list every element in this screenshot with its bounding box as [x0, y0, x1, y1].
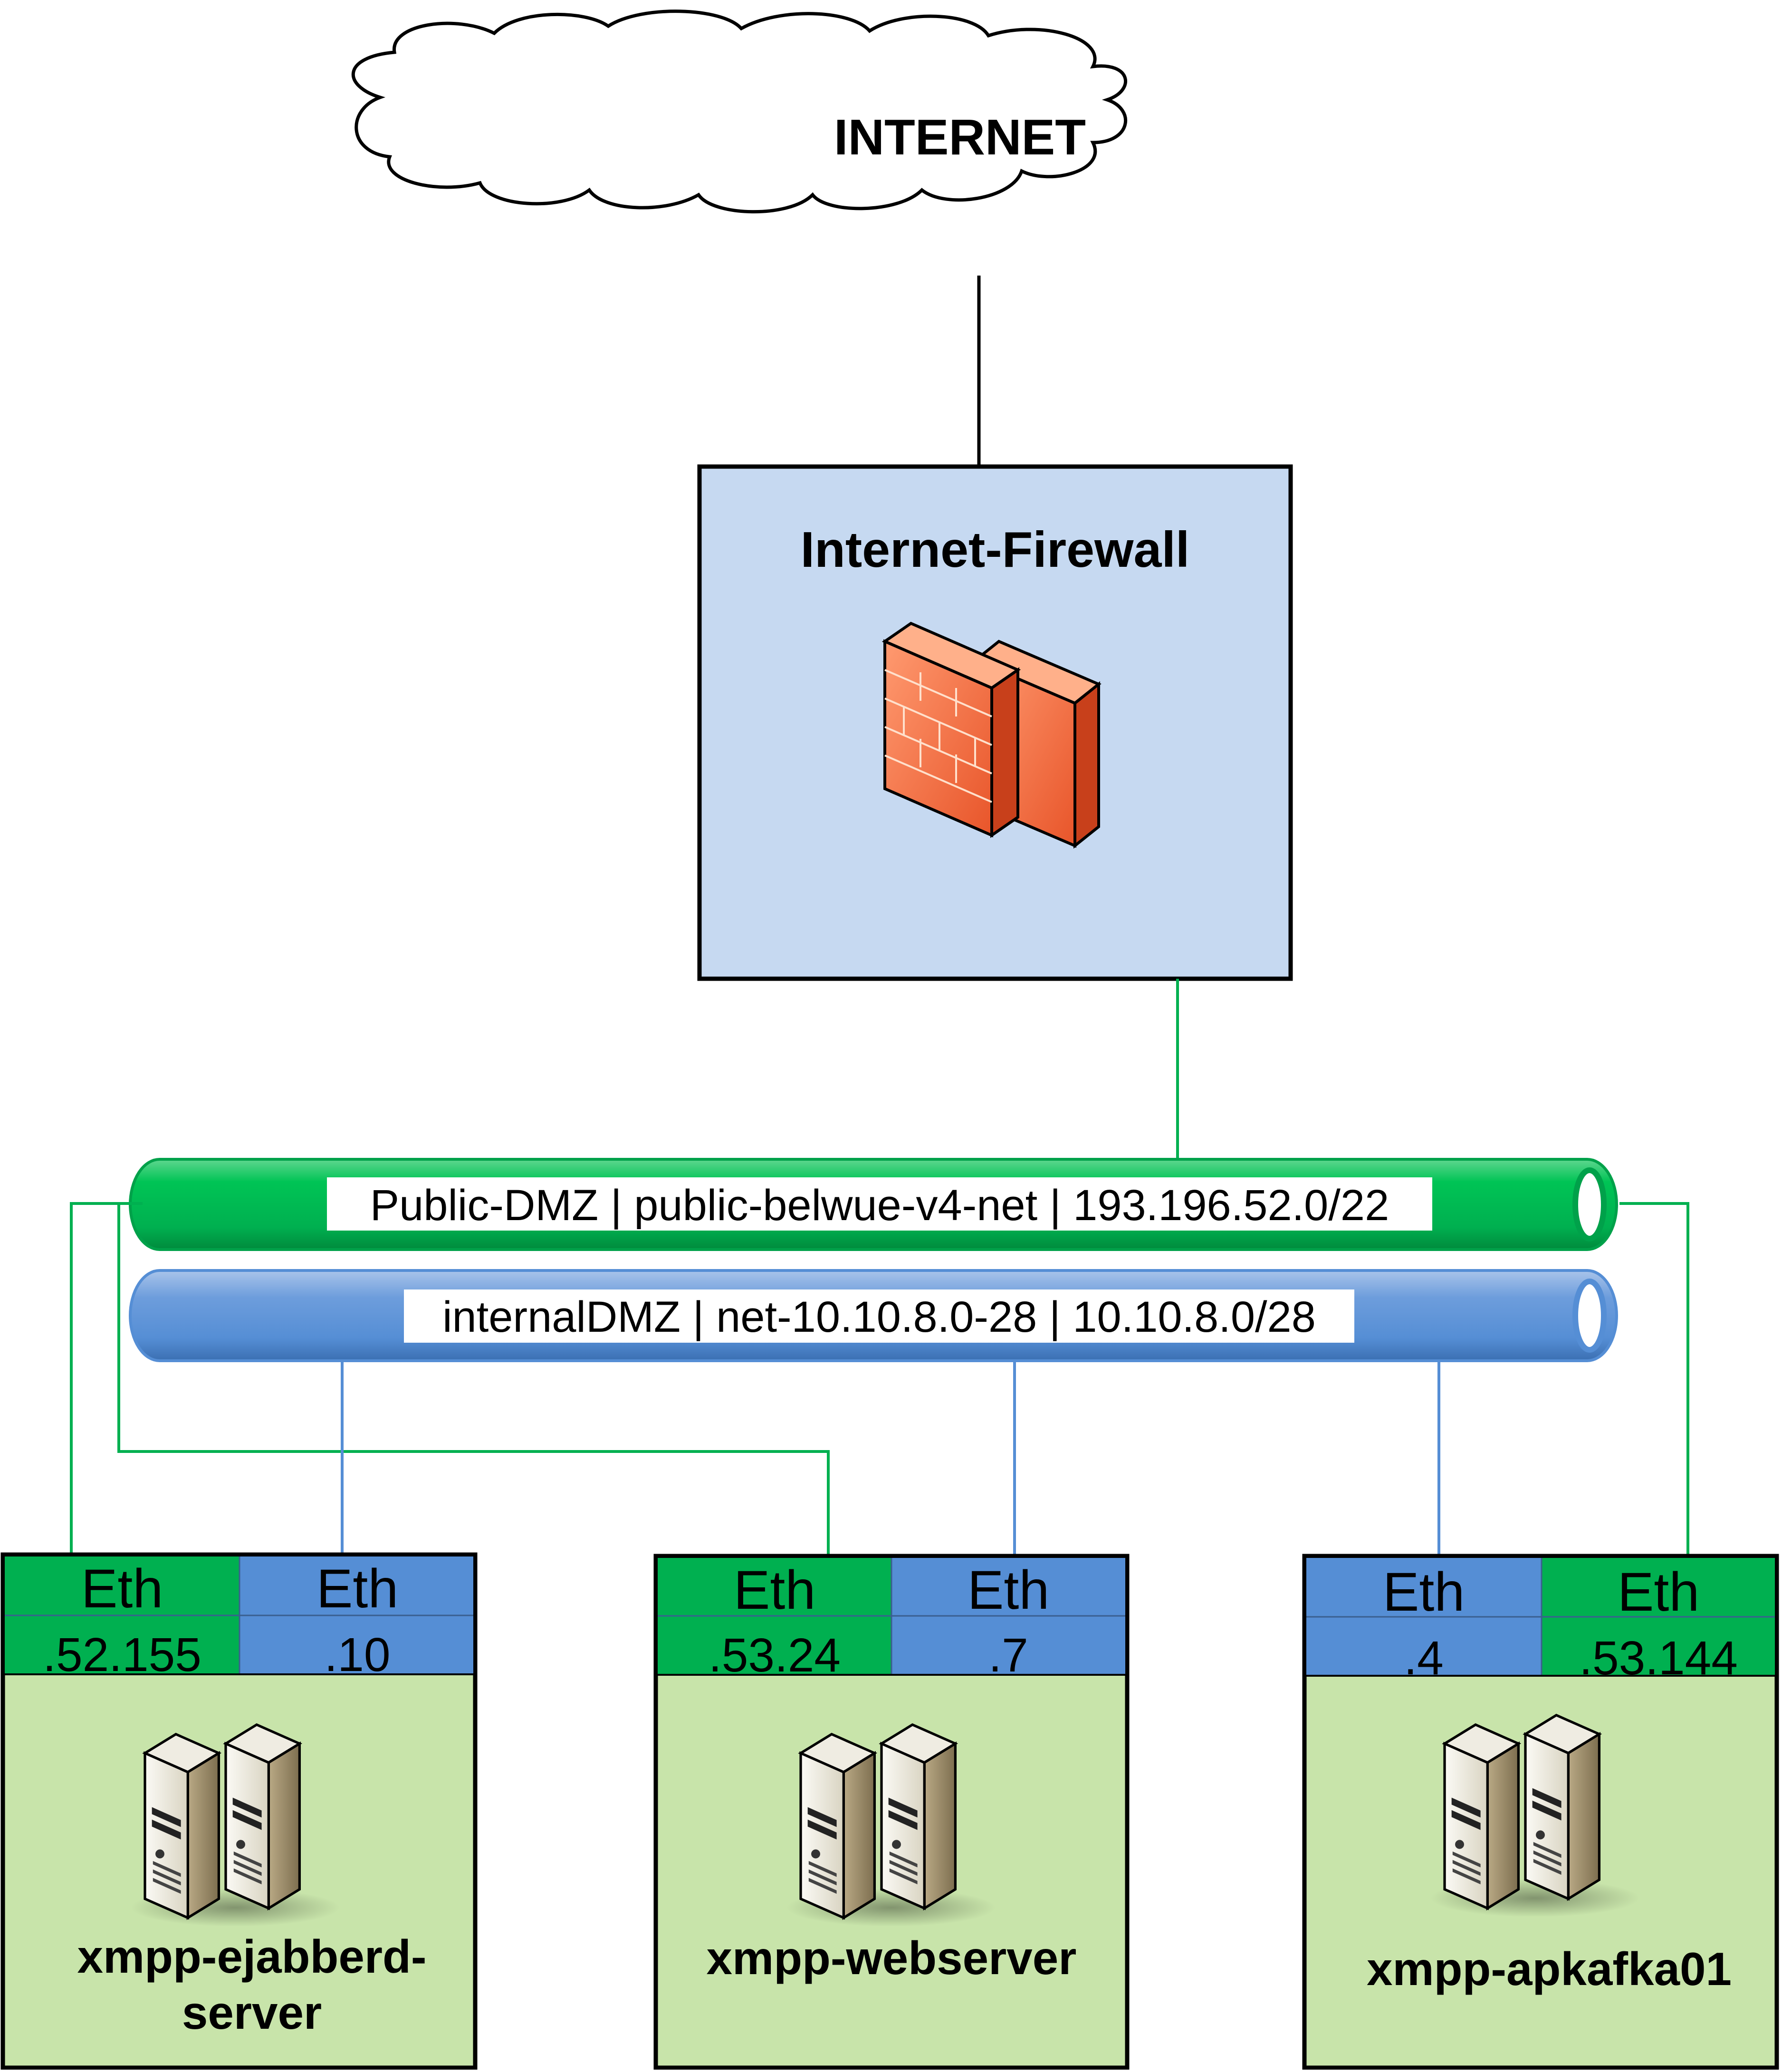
- server-icon: [131, 1725, 340, 1927]
- internal-dmz-pipe: internalDMZ | net-10.10.8.0-28 | 10.10.8…: [129, 1269, 1618, 1362]
- port-label: Eth: [316, 1558, 399, 1619]
- internet-label: INTERNET: [834, 109, 1086, 165]
- internet-cloud: INTERNET: [351, 10, 1127, 214]
- internal-dmz-label: internalDMZ | net-10.10.8.0-28 | 10.10.8…: [442, 1293, 1316, 1341]
- server-icon: [786, 1725, 996, 1927]
- public-dmz-pipe: Public-DMZ | public-belwue-v4-net | 193.…: [129, 1158, 1618, 1251]
- port-ip: .53.144: [1579, 1632, 1738, 1685]
- port-ip: .4: [1404, 1632, 1443, 1685]
- server-name: xmpp-webserver: [707, 1932, 1077, 1984]
- public-dmz-label: Public-DMZ | public-belwue-v4-net | 193.…: [370, 1181, 1389, 1230]
- firewall-label: Internet-Firewall: [801, 522, 1190, 578]
- server-name: server: [182, 1986, 322, 2039]
- port-ip: .53.24: [709, 1629, 841, 1682]
- firewall-icon: [881, 621, 1102, 849]
- server-webserver: Eth .53.24 Eth .7 xmpp-webserver: [653, 1554, 1130, 2070]
- port-public-ejabberd: Eth .52.155: [5, 1556, 240, 1681]
- server-name: xmpp-apkafka01: [1367, 1943, 1732, 1995]
- connection-lines: [70, 1202, 1689, 1556]
- firewall-box: Internet-Firewall: [697, 464, 1293, 981]
- port-label: Eth: [1618, 1562, 1700, 1623]
- port-label: Eth: [1383, 1562, 1465, 1623]
- port-internal-apkafka: Eth .4: [1306, 1558, 1542, 1685]
- server-icon: [1430, 1715, 1639, 1917]
- port-label: Eth: [734, 1560, 816, 1621]
- link-public-apkafka: [1619, 1202, 1689, 1555]
- server-apkafka01: Eth .4 Eth .53.144 xmpp-apkafka01: [1302, 1554, 1779, 2070]
- port-label: Eth: [968, 1560, 1050, 1621]
- port-ip: .7: [988, 1629, 1028, 1682]
- port-internal-ejabberd: Eth .10: [240, 1556, 473, 1681]
- port-public-webserver: Eth .53.24: [658, 1558, 891, 1682]
- link-public-webserver: [117, 1202, 830, 1556]
- port-internal-webserver: Eth .7: [891, 1558, 1125, 1682]
- cloud-icon: [351, 10, 1127, 214]
- port-public-apkafka: Eth .53.144: [1542, 1558, 1775, 1685]
- port-label: Eth: [81, 1558, 163, 1619]
- server-ejabberd: Eth .52.155 Eth .10 xmpp-ejabberd- serve…: [0, 1552, 478, 2070]
- port-ip: .52.155: [43, 1628, 201, 1681]
- port-ip: .10: [324, 1628, 390, 1681]
- server-name: xmpp-ejabberd-: [77, 1930, 426, 1983]
- link-public-ejabberd: [70, 1202, 143, 1554]
